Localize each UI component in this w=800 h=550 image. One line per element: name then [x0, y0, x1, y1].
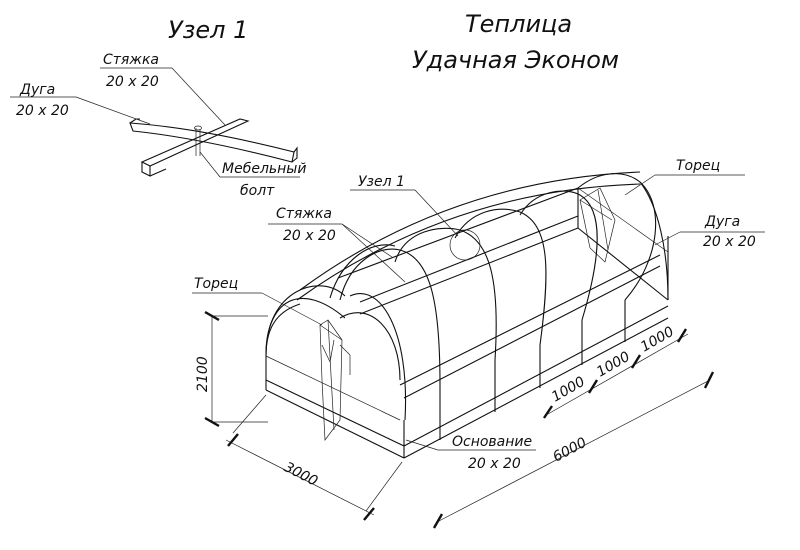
- end-left-leader: [261, 292, 323, 326]
- spacing-value-2: 1000: [594, 349, 633, 381]
- main-base-size: 20 x 20: [468, 456, 521, 472]
- height-tick-top: [204, 310, 220, 322]
- length-dim-line: [436, 379, 711, 523]
- width-ext-left: [232, 394, 267, 434]
- detail-tie-bar: [140, 118, 250, 167]
- spacing-tick-2: [587, 379, 599, 394]
- back-door-brace: [597, 189, 609, 251]
- detail-bolt-label-1: Мебельный: [222, 161, 306, 177]
- front-door-panel-2: [329, 339, 335, 363]
- width-ext-right: [365, 461, 403, 512]
- spacing-value-3: 1000: [638, 324, 677, 356]
- node-detail-drawing: [129, 118, 298, 177]
- main-arc-label: Дуга: [704, 214, 740, 230]
- spacing-tick-3: [630, 354, 642, 369]
- width-tick-right: [363, 507, 375, 521]
- detail-tie-label: Стяжка: [103, 52, 159, 68]
- detail-tie-bar-end: [141, 162, 151, 177]
- back-door-brace-2: [579, 199, 613, 221]
- detail-tie-bar-edge: [149, 168, 167, 177]
- arch-1-inner: [265, 285, 346, 355]
- node-detail-title: Узел 1: [168, 16, 248, 44]
- main-arc-size: 20 x 20: [703, 234, 756, 250]
- front-door: [319, 324, 343, 441]
- dimension-height: 2100: [195, 310, 268, 428]
- front-arch-outer: [349, 293, 407, 421]
- length-tick-right: [703, 371, 715, 389]
- arch-4: [454, 208, 547, 346]
- height-dim-value: 2100: [195, 356, 211, 392]
- spacing-tick-1: [543, 405, 553, 419]
- node-callout-leader: [414, 189, 459, 237]
- front-arch-right: [339, 312, 401, 381]
- back-door: [579, 187, 616, 263]
- ridge-tie-2: [296, 183, 641, 301]
- drawing-title-line1: Теплица: [465, 10, 572, 38]
- near-mid-tie: [403, 265, 661, 399]
- arch-6-outer: [639, 181, 669, 301]
- length-dim-value: 6000: [550, 435, 589, 466]
- detail-tie-size: 20 x 20: [106, 74, 159, 90]
- node-callout-circle: [449, 229, 481, 261]
- dimension-spacing: 1000 1000 1000: [543, 324, 689, 419]
- main-node-callout: Узел 1: [358, 174, 405, 190]
- base-leader: [405, 439, 439, 451]
- near-mid-tie-2: [399, 254, 661, 386]
- detail-bolt-leader: [199, 151, 221, 178]
- arch-2: [339, 248, 441, 386]
- drawing-title-line2: Удачная Эконом: [412, 46, 619, 74]
- front-arch-left: [265, 303, 301, 357]
- back-end-beam: [577, 187, 669, 253]
- detail-bolt-head: [194, 125, 202, 131]
- near-base-line: [403, 317, 669, 459]
- far-base-line: [359, 227, 579, 315]
- length-tick-left: [432, 513, 444, 529]
- end-left-label: Торец: [194, 276, 238, 292]
- width-dim-value: 3000: [281, 459, 320, 489]
- arc-leader: [654, 231, 681, 246]
- detail-bolt-label-2: болт: [240, 183, 275, 199]
- detail-arc-label: Дуга: [19, 82, 55, 98]
- main-tie-label: Стяжка: [276, 206, 332, 222]
- detail-arc-size: 20 x 20: [16, 103, 69, 119]
- near-base-line-2: [403, 305, 669, 447]
- arch-5: [519, 190, 598, 321]
- width-tick-left: [227, 433, 239, 447]
- front-door-frame: [327, 319, 335, 431]
- front-base-near: [265, 389, 405, 459]
- detail-arc-leader: [75, 96, 151, 125]
- greenhouse-model: [265, 171, 669, 459]
- detail-arc-bar-end-right: [291, 146, 298, 163]
- detail-tie-leader: [171, 67, 226, 126]
- main-tie-size: 20 x 20: [283, 228, 336, 244]
- far-base-line-2: [359, 215, 579, 303]
- main-tie-leader-2: [341, 223, 393, 258]
- front-door-top: [319, 319, 343, 341]
- width-dim-line: [225, 439, 375, 516]
- back-end-base: [577, 227, 669, 301]
- end-top-leader: [624, 174, 656, 196]
- main-base-label: Основание: [452, 434, 532, 450]
- ridge-tie: [299, 171, 641, 291]
- front-base-near-2: [265, 379, 405, 447]
- front-door-vent: [339, 344, 351, 356]
- arch-2-inner: [329, 244, 396, 299]
- main-tie-leader: [341, 223, 406, 283]
- end-top-label: Торец: [676, 158, 720, 174]
- spacing-dim-line: [547, 333, 689, 415]
- front-door-panel: [321, 344, 331, 363]
- arch-3: [394, 227, 497, 361]
- front-cross-beam: [265, 355, 401, 421]
- spacing-tick-4: [676, 328, 688, 343]
- height-tick-bottom: [204, 416, 220, 428]
